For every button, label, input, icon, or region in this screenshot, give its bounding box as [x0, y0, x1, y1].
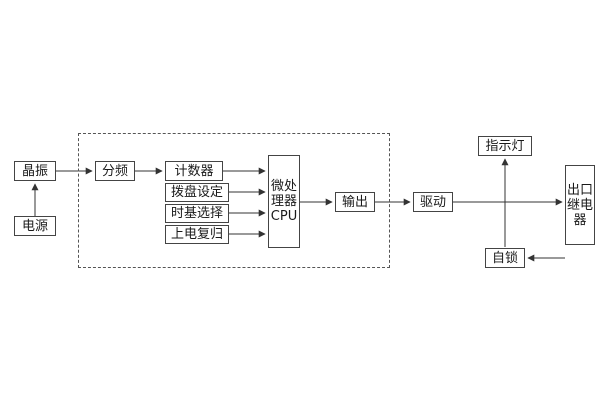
node-outlet-relay: 出口继电器	[565, 165, 595, 245]
node-dial-setting: 拨盘设定	[165, 183, 229, 202]
node-indicator-light: 指示灯	[478, 136, 532, 156]
node-counter: 计数器	[165, 161, 223, 181]
node-microprocessor-cpu: 微处理器CPU	[268, 155, 300, 248]
node-timebase-select: 时基选择	[165, 204, 229, 223]
node-frequency-divider: 分频	[95, 161, 135, 181]
node-driver: 驱动	[413, 192, 453, 212]
node-power-on-reset: 上电复归	[165, 225, 229, 244]
dashed-boundary-frame	[78, 133, 390, 268]
node-crystal-oscillator: 晶振	[14, 161, 56, 181]
node-self-lock: 自锁	[485, 248, 525, 268]
node-output: 输出	[335, 192, 375, 212]
node-power-supply: 电源	[14, 216, 56, 236]
